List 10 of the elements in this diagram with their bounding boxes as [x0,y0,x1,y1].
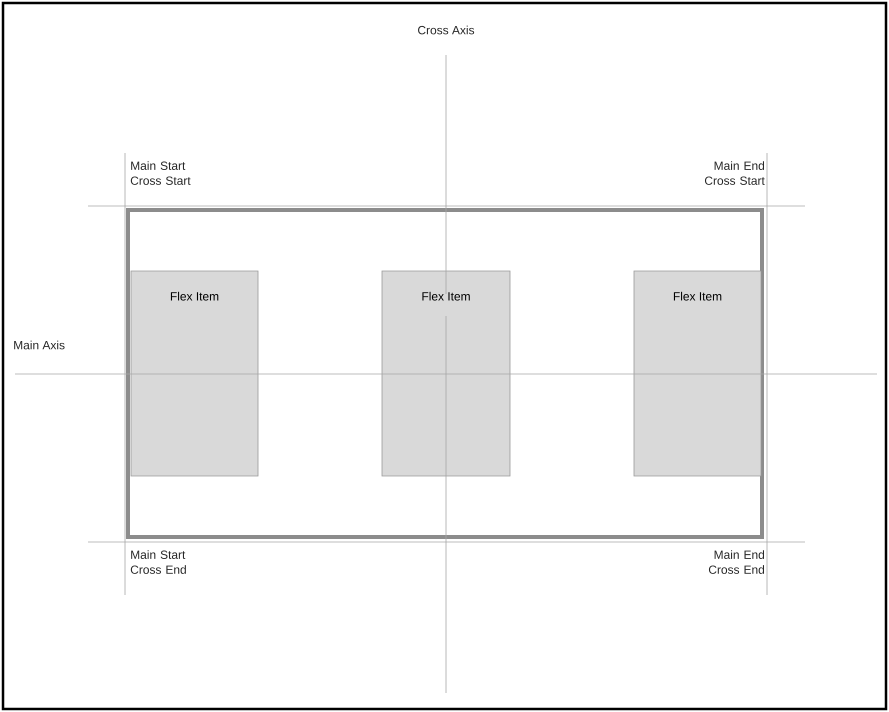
axis-label: Main End Cross Start [704,161,765,185]
axis-label: Main Start Cross Start [130,161,191,185]
axis-label: Cross Axis [418,26,474,34]
axis-label: Main Start Cross End [130,550,186,574]
flex-item: Flex Item [130,270,258,476]
flex-item: Flex Item [634,270,762,476]
flex-container [126,208,764,539]
axis-label: Main Axis [14,340,65,350]
flex-item: Flex Item [382,270,510,476]
axis-label: Main End Cross End [708,550,764,574]
